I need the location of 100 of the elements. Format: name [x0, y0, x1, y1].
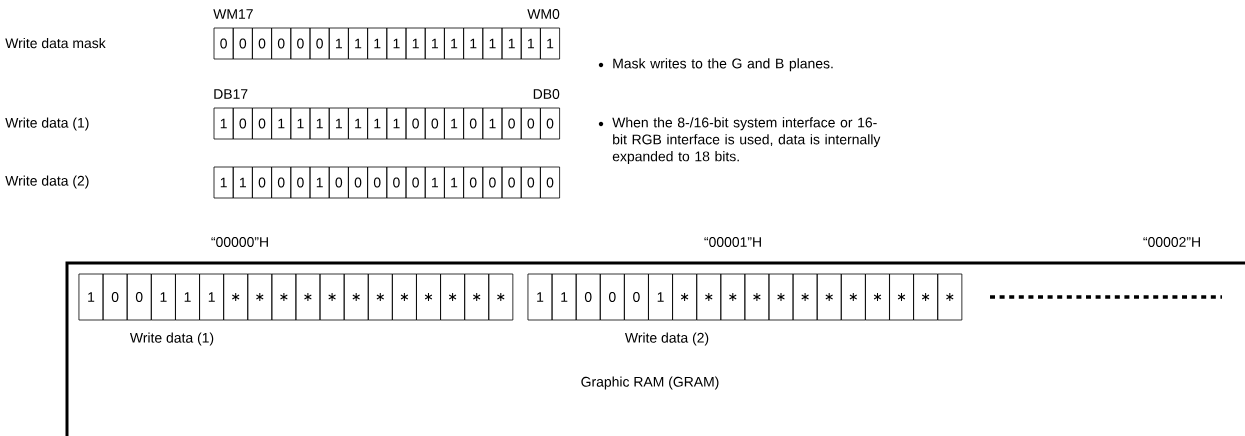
bit-cell: 1 [348, 107, 368, 140]
bit-cell: 0 [501, 107, 522, 140]
bit-cell: ∗ [937, 273, 963, 321]
bit-cell: 0 [623, 273, 649, 321]
bit-cell: 1 [527, 273, 553, 321]
bit-cell: ∗ [223, 273, 249, 321]
bit-cell: 0 [213, 27, 234, 60]
bit-cell: 0 [348, 166, 368, 199]
bit-cell: ∗ [889, 273, 914, 321]
bit-cell: 1 [551, 273, 577, 321]
bit-cell: 0 [252, 107, 272, 140]
bit-cell: ∗ [295, 273, 321, 321]
bit-cell: 1 [482, 27, 503, 60]
bit-cell: 0 [540, 166, 560, 199]
bit-cell: 1 [424, 27, 445, 60]
bit-cell: 0 [271, 27, 292, 60]
bit-cell: 1 [271, 107, 292, 140]
bit-cell: 0 [328, 166, 349, 199]
bullet-note: Mask writes to the G and B planes. [598, 58, 833, 72]
bit-cell: 1 [386, 107, 407, 140]
bit-cell: ∗ [343, 273, 369, 321]
bit-cell: 1 [309, 107, 330, 140]
bit-cell: 0 [309, 27, 330, 60]
address-label: “00000”H [211, 237, 268, 247]
bit-cell: 1 [386, 27, 407, 60]
bit-cell: ∗ [792, 273, 818, 321]
bit-cell: 1 [175, 273, 200, 321]
bit-cell: ∗ [367, 273, 393, 321]
bit-cell: ∗ [744, 273, 770, 321]
bit-cell: 1 [444, 166, 464, 199]
bit-cell: 1 [405, 27, 426, 60]
bit-cell: ∗ [768, 273, 794, 321]
bit-cell: ∗ [247, 273, 273, 321]
bit-cell: ∗ [271, 273, 297, 321]
bit-cell: 1 [213, 166, 234, 199]
row-label: Write data mask [5, 37, 106, 49]
bit-cell: 0 [463, 166, 484, 199]
bit-cell: 1 [328, 107, 349, 140]
bit-cell: 1 [328, 27, 349, 60]
bit-cell: 0 [290, 166, 311, 199]
bit-label: WM0 [527, 9, 560, 19]
bit-cell: 0 [252, 166, 272, 199]
bit-cell: 0 [482, 166, 503, 199]
bit-cell: 1 [463, 27, 484, 60]
bit-cell: 0 [520, 107, 541, 140]
bit-cell: 1 [213, 107, 234, 140]
bit-cell: ∗ [840, 273, 866, 321]
row-label: Write data (1) [5, 117, 89, 131]
bit-cell: 0 [424, 107, 445, 140]
bit-cell: ∗ [865, 273, 890, 321]
bit-cell: 0 [386, 166, 407, 199]
bit-cell: ∗ [672, 273, 698, 321]
row-label: Write data (2) [5, 175, 89, 189]
bit-cell: ∗ [816, 273, 842, 321]
bit-cell: 0 [405, 166, 426, 199]
bit-cell: 1 [78, 273, 104, 321]
bit-cell: ∗ [720, 273, 746, 321]
bit-cell: ∗ [440, 273, 466, 321]
bit-cell: 1 [150, 273, 176, 321]
bit-cell: 1 [367, 107, 388, 140]
bit-cell: 0 [290, 27, 311, 60]
address-label: “00001”H [704, 237, 761, 247]
bit-cell: 0 [232, 27, 253, 60]
bit-cell: 0 [463, 107, 484, 140]
bit-cell: 0 [271, 166, 292, 199]
bit-cell: ∗ [696, 273, 722, 321]
bit-cell: 0 [102, 273, 128, 321]
bit-cell: 1 [348, 27, 368, 60]
bit-cell: 1 [482, 107, 503, 140]
bit-cell: 0 [540, 107, 560, 140]
bit-cell: ∗ [391, 273, 417, 321]
bit-label: DB0 [533, 89, 560, 99]
address-label: “00002”H [1143, 237, 1200, 247]
bit-cell: 0 [575, 273, 601, 321]
bit-cell: 0 [520, 166, 541, 199]
bit-cell: ∗ [319, 273, 345, 321]
bit-cell: 1 [501, 27, 522, 60]
bit-label: WM17 [213, 9, 253, 19]
bit-cell: 1 [444, 27, 464, 60]
bit-cell: 0 [405, 107, 426, 140]
bit-cell: ∗ [488, 273, 514, 321]
bit-cell: 1 [648, 273, 673, 321]
bit-cell: 1 [520, 27, 541, 60]
bit-cell: 1 [309, 166, 330, 199]
bit-cell: 1 [540, 27, 560, 60]
cell-group-label: Write data (2) [624, 332, 709, 346]
bit-cell: 0 [126, 273, 152, 321]
bit-cell: 0 [501, 166, 522, 199]
bullet-note: When the 8-/16-bit system interface or 16-bit RGB interface is used, data is internally expanded to 18 bits. [598, 117, 881, 165]
bit-cell: ∗ [464, 273, 490, 321]
bit-label: DB17 [214, 89, 248, 99]
bit-cell: 1 [199, 273, 225, 321]
bit-cell: 0 [252, 27, 272, 60]
bit-cell: ∗ [913, 273, 939, 321]
bit-cell: 1 [290, 107, 311, 140]
cell-group-label: Write data (1) [129, 332, 214, 346]
bit-cell: 1 [367, 27, 388, 60]
bit-cell: 1 [424, 166, 445, 199]
bit-cell: 1 [444, 107, 464, 140]
bit-cell: 0 [367, 166, 388, 199]
